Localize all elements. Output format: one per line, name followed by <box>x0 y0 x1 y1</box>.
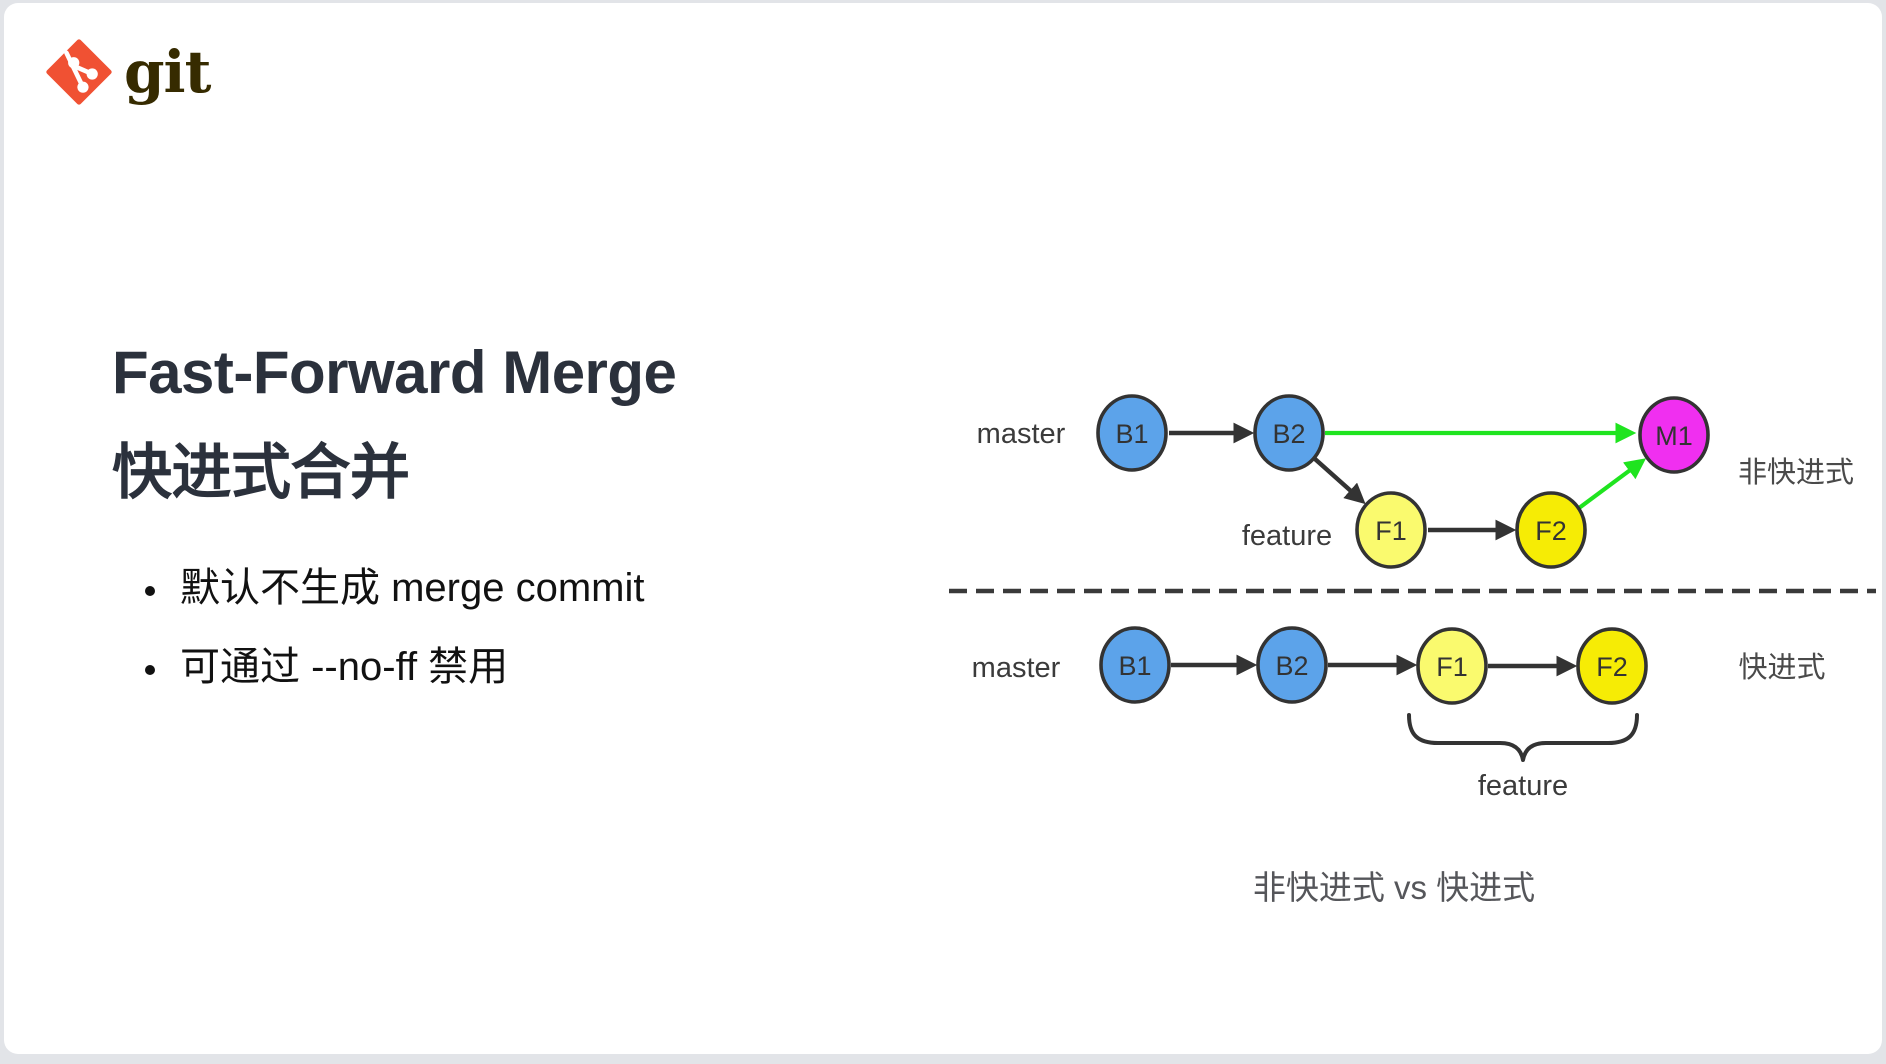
commit-node-f2-bottom <box>1576 627 1648 705</box>
commit-node-b2-top <box>1253 394 1325 472</box>
feature-range-brace <box>1407 713 1639 762</box>
page-title-en: Fast-Forward Merge <box>112 339 677 406</box>
merge-node-m1 <box>1638 396 1710 474</box>
slide-canvas: git Fast-Forward Merge 快进式合并 默认不生成 merge… <box>4 3 1882 1054</box>
commit-label: B2 <box>1272 419 1305 449</box>
merge-diagram: master B1 B2 feature F1 F2 M1 非快进式 maste… <box>949 394 1876 802</box>
label-non-fast-forward: 非快进式 <box>1738 456 1854 489</box>
branch-label-master-bottom: master <box>972 652 1061 684</box>
branch-label-master-top: master <box>977 418 1066 450</box>
commit-node-b2-bottom <box>1256 626 1328 704</box>
edge-b2-f1-top <box>1313 457 1366 505</box>
commit-label: B2 <box>1275 651 1308 681</box>
commit-label: F1 <box>1375 516 1407 546</box>
bullet-item: 默认不生成 merge commit <box>172 565 645 612</box>
brace-label-feature: feature <box>1478 770 1568 802</box>
commit-node-b1-top <box>1096 394 1168 472</box>
bullet-item: 可通过 --no-ff 禁用 <box>172 644 645 691</box>
git-logo-icon <box>46 39 112 105</box>
commit-node-f1-top <box>1355 491 1427 569</box>
diagram-caption: 非快进式 vs 快进式 <box>1252 869 1536 906</box>
bullet-list: 默认不生成 merge commit 可通过 --no-ff 禁用 <box>172 565 645 723</box>
commit-label: F2 <box>1596 652 1628 682</box>
edge-f2-m1-green <box>1577 458 1647 510</box>
git-brand-text: git <box>124 38 211 106</box>
commit-node-f1-bottom <box>1416 627 1488 705</box>
commit-label: B1 <box>1115 419 1148 449</box>
commit-node-b1-bottom <box>1099 626 1171 704</box>
branch-label-feature-top: feature <box>1242 520 1332 552</box>
commit-label: B1 <box>1118 651 1151 681</box>
git-logo: git <box>46 38 211 106</box>
page-title-zh: 快进式合并 <box>112 439 410 506</box>
commit-label: M1 <box>1655 421 1693 451</box>
commit-label: F2 <box>1535 516 1567 546</box>
title-block: Fast-Forward Merge 快进式合并 <box>112 339 677 506</box>
label-fast-forward: 快进式 <box>1738 651 1825 684</box>
commit-node-f2-top <box>1515 491 1587 569</box>
commit-label: F1 <box>1436 652 1468 682</box>
